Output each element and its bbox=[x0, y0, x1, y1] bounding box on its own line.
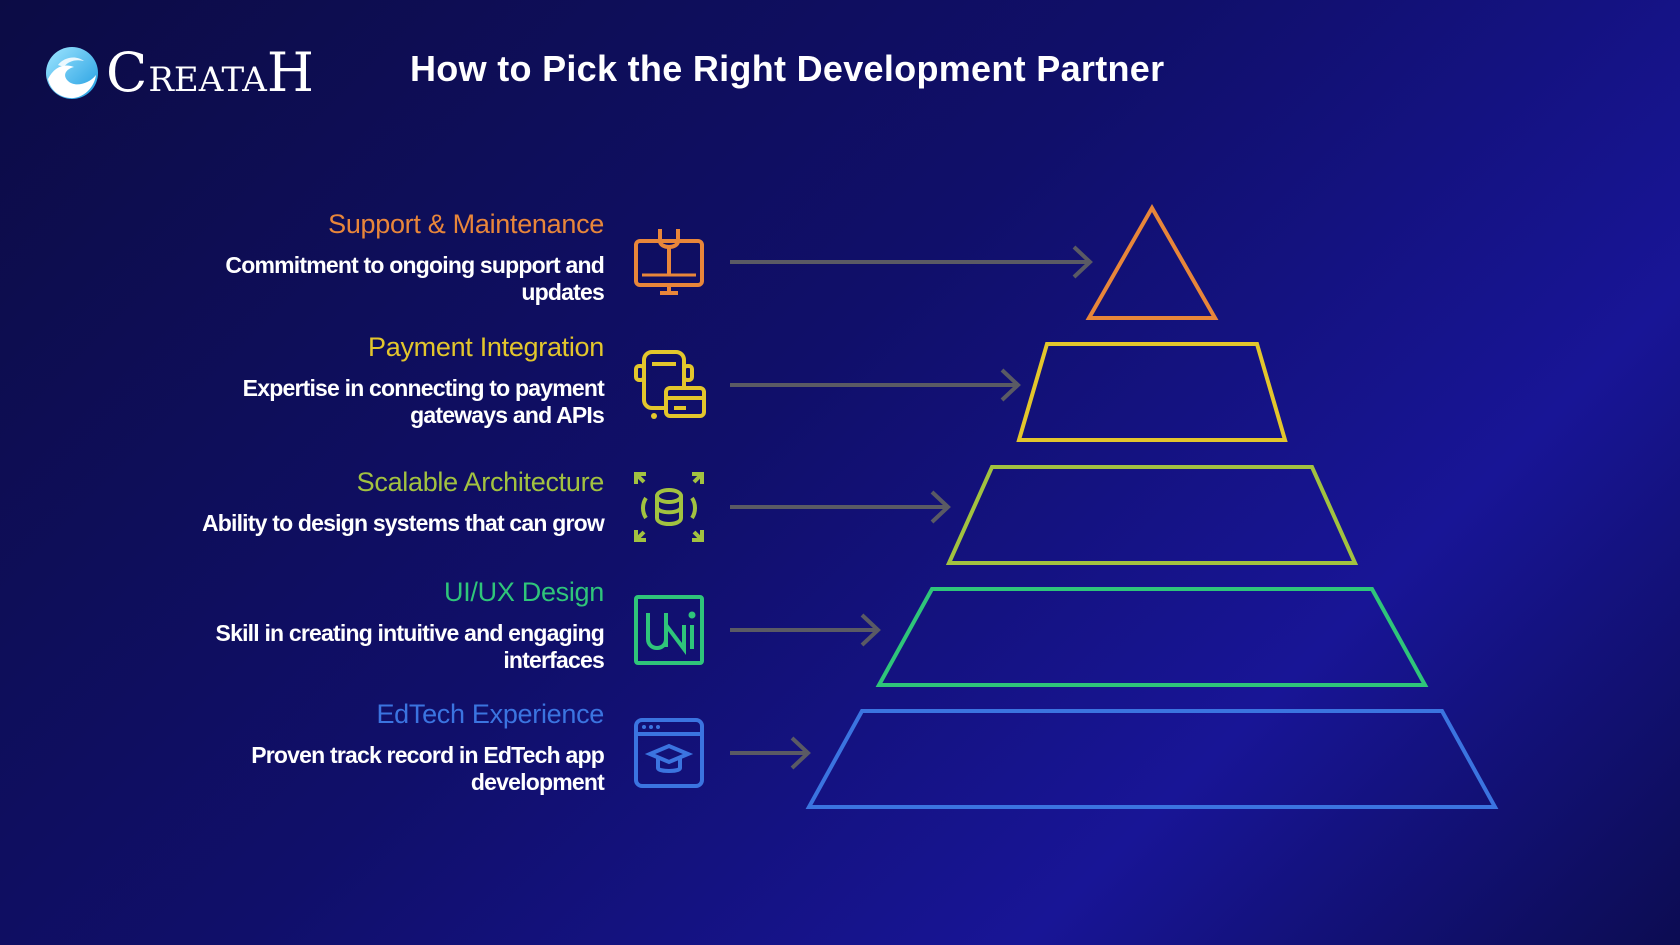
wave-logo-icon bbox=[46, 47, 98, 99]
tier-description: Ability to design systems that can grow bbox=[201, 509, 605, 536]
brand-logo: CREATAH bbox=[44, 44, 315, 102]
pyramid-layer-5 bbox=[805, 709, 1499, 809]
page-title: How to Pick the Right Development Partne… bbox=[410, 48, 1165, 89]
connector-arrow-head-1 bbox=[1072, 245, 1093, 279]
tier-title: Payment Integration bbox=[368, 332, 604, 362]
tier-title: UI/UX Design bbox=[444, 577, 604, 607]
connector-arrow-head-5 bbox=[790, 736, 811, 770]
browser-graduation-cap-icon bbox=[634, 718, 704, 788]
connector-arrow-head-3 bbox=[930, 490, 951, 524]
monitor-wrench-icon bbox=[634, 229, 704, 295]
database-expand-icon bbox=[634, 472, 704, 542]
tier-description: Skill in creating intuitive and engaging… bbox=[215, 619, 605, 673]
pyramid-layer-3 bbox=[945, 465, 1359, 565]
pyramid-layers bbox=[805, 203, 1499, 809]
payment-card-terminal-icon bbox=[634, 350, 706, 419]
tier-title: Scalable Architecture bbox=[356, 467, 605, 497]
connector-arrow-head-4 bbox=[860, 613, 881, 647]
tier-title: Support & Maintenance bbox=[328, 209, 604, 239]
tier-description: Commitment to ongoing support and update… bbox=[225, 251, 604, 305]
pyramid-layer-4 bbox=[875, 587, 1429, 687]
tier-title: EdTech Experience bbox=[376, 699, 604, 729]
connector-arrows bbox=[730, 245, 1093, 770]
tier-description: Expertise in connecting to payment gatew… bbox=[242, 374, 605, 428]
brand-wordmark: CREATAH bbox=[106, 41, 315, 104]
pyramid-layer-1 bbox=[1085, 203, 1219, 320]
pyramid-layer-2 bbox=[1016, 342, 1288, 442]
connector-arrow-head-2 bbox=[1000, 368, 1021, 402]
tier-description: Proven track record in EdTech app develo… bbox=[251, 741, 605, 795]
ui-frame-icon bbox=[634, 595, 704, 665]
